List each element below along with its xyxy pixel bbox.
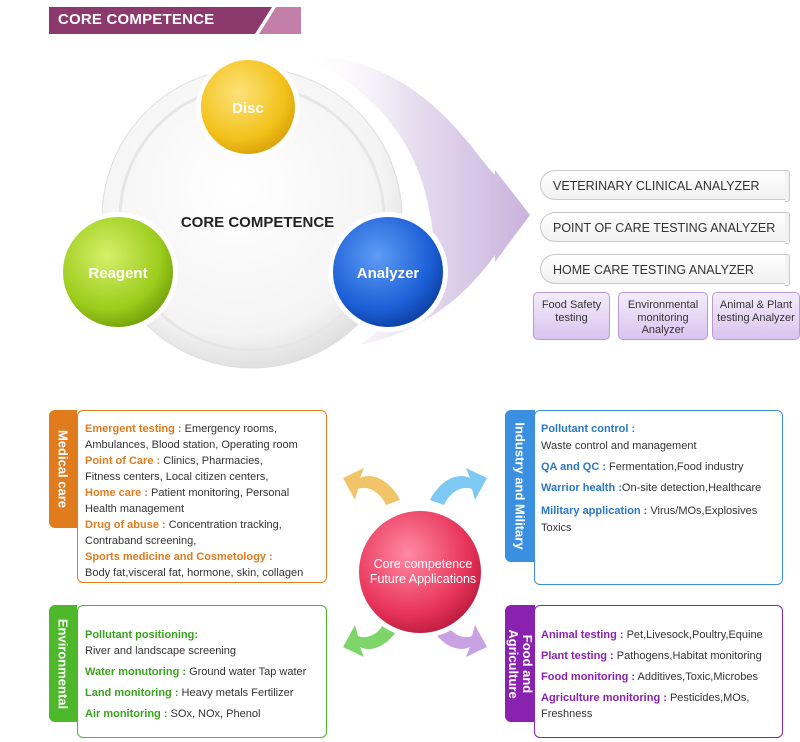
pill-end bbox=[785, 254, 790, 286]
header-banner bbox=[49, 7, 301, 34]
pill-home-care: HOME CARE TESTING ANALYZER bbox=[540, 254, 785, 284]
tab-medical-care: Medical care bbox=[49, 410, 77, 528]
pill-end bbox=[785, 212, 790, 244]
arrow-upleft bbox=[343, 468, 400, 505]
arrow-upright bbox=[430, 468, 487, 505]
panel-environmental bbox=[77, 605, 327, 738]
medical-list: Emergent testing : Emergency rooms, Ambu… bbox=[85, 423, 304, 579]
analyzer-label: Analyzer bbox=[356, 265, 420, 282]
pill-veterinary: VETERINARY CLINICAL ANALYZER bbox=[540, 170, 785, 200]
tab-environmental: Environmental bbox=[49, 605, 77, 722]
reagent-label: Reagent bbox=[88, 265, 148, 282]
header-title: CORE COMPETENCE bbox=[58, 11, 215, 28]
panel-medical-care bbox=[77, 410, 327, 583]
tab-industry-military: Industry and Military bbox=[505, 410, 535, 562]
disc-label: Disc bbox=[232, 100, 264, 117]
center-graphic bbox=[343, 468, 487, 657]
industry-list: Pollutant control : Waste control and ma… bbox=[541, 423, 762, 534]
panel-food-agriculture bbox=[534, 605, 783, 738]
center-circle bbox=[359, 511, 481, 633]
core-competence-title: CORE COMPETENCE bbox=[180, 214, 335, 231]
environmental-list: Pollutant positioning: River and landsca… bbox=[85, 629, 307, 720]
core-diagram bbox=[58, 55, 530, 369]
pill-end bbox=[785, 170, 790, 202]
swoosh-arrow bbox=[300, 55, 530, 345]
arrow-downleft bbox=[343, 620, 400, 657]
pill-point-of-care: POINT OF CARE TESTING ANALYZER bbox=[540, 212, 785, 242]
panel-industry-military bbox=[534, 410, 783, 585]
food-list: Animal testing : Pet,Livesock,Poultry,Eq… bbox=[541, 629, 763, 720]
